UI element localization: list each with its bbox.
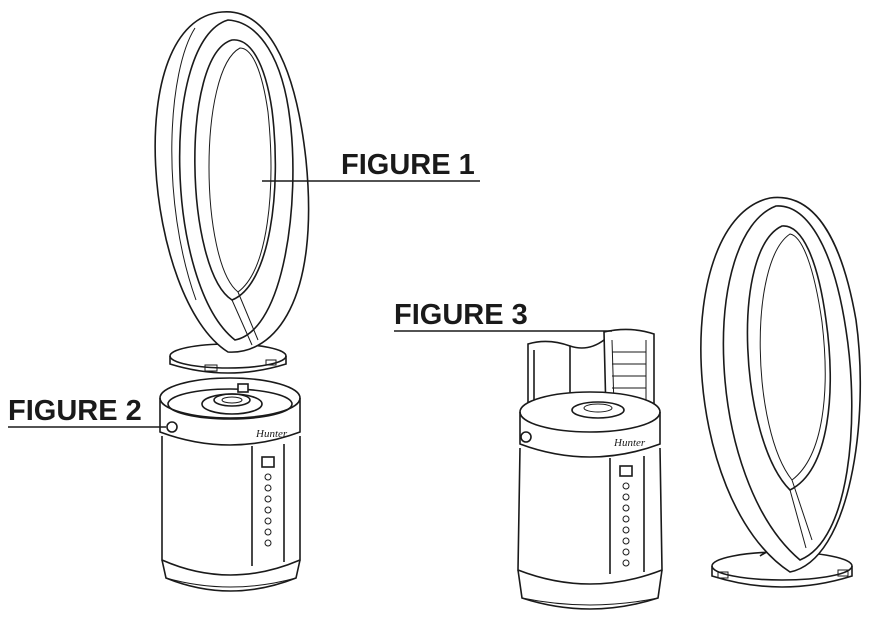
control-button bbox=[264, 506, 272, 514]
control-panel bbox=[251, 444, 285, 566]
figure-1-label: FIGURE 1 bbox=[341, 149, 475, 181]
power-button bbox=[520, 431, 532, 443]
display-window bbox=[261, 456, 275, 468]
power-button bbox=[166, 421, 178, 433]
display-window bbox=[619, 465, 633, 477]
figure-1-ring-assembly: FIGURE 1 bbox=[154, 11, 480, 374]
figure-2-label: FIGURE 2 bbox=[8, 395, 142, 427]
control-button bbox=[264, 473, 272, 481]
assembled-ring-fan bbox=[700, 196, 862, 588]
control-button bbox=[264, 528, 272, 536]
brand-logo: Hunter bbox=[255, 428, 288, 440]
control-button bbox=[264, 495, 272, 503]
brand-logo: Hunter bbox=[613, 437, 646, 449]
control-button bbox=[264, 484, 272, 492]
ring-body bbox=[700, 196, 862, 573]
control-button bbox=[264, 517, 272, 525]
figure-2-base-unit: Hunter FIGURE 2 bbox=[8, 377, 301, 592]
control-button bbox=[622, 548, 630, 556]
control-button bbox=[622, 493, 630, 501]
fan-hub bbox=[201, 383, 263, 415]
figure-3-filter-assembly: Hunter FIGURE 3 bbox=[394, 299, 663, 610]
control-button bbox=[622, 515, 630, 523]
control-button bbox=[622, 559, 630, 567]
control-button bbox=[622, 504, 630, 512]
control-button bbox=[622, 537, 630, 545]
ring-body bbox=[154, 11, 310, 353]
control-panel bbox=[609, 456, 645, 574]
control-button bbox=[622, 526, 630, 534]
control-button bbox=[622, 482, 630, 490]
control-button bbox=[264, 539, 272, 547]
figure-3-label: FIGURE 3 bbox=[394, 299, 528, 331]
